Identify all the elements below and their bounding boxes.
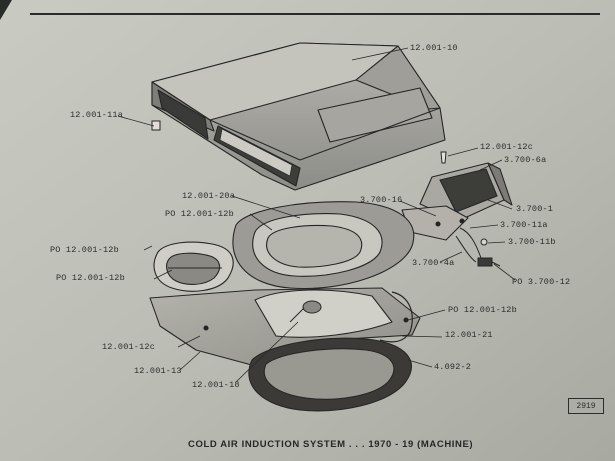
- callout-actuator: PO 3.700-12: [512, 277, 571, 287]
- callout-housing-body: 3.700-1: [516, 204, 554, 214]
- mounting-plate: [149, 287, 421, 377]
- callout-clip-upper: 3.700-11a: [500, 220, 548, 230]
- callout-fastener-left: 12.001-11a: [70, 110, 124, 120]
- callout-intake-housing: 3.700-6a: [504, 155, 547, 165]
- diagram-caption: COLD AIR INDUCTION SYSTEM . . . 1970 - 1…: [188, 439, 474, 450]
- base-seal: [232, 201, 415, 290]
- callout-stud-right: 12.001-12c: [480, 142, 534, 152]
- page-number-box: 2919: [568, 398, 604, 414]
- intake-housing: [401, 162, 513, 241]
- callout-base-seal-left: PO 12.001-12b: [165, 209, 234, 219]
- callout-plate-screw: 12.001-13: [134, 366, 182, 376]
- callout-air-cleaner-seal: 4.092-2: [434, 362, 472, 372]
- callout-clip-lower: 3.700-11b: [508, 237, 556, 247]
- callout-small-seal-top: PO 12.001-12b: [50, 245, 119, 255]
- callout-hose: 3.700-4a: [412, 258, 455, 268]
- callout-plate-fastener: 12.001-12c: [102, 342, 156, 352]
- hood-scoop: [151, 42, 446, 191]
- callout-housing-bracket: 3.700-16: [360, 195, 403, 205]
- callout-valve: 12.001-18: [192, 380, 240, 390]
- callout-plate-seal: PO 12.001-12b: [448, 305, 517, 315]
- valve: [289, 300, 322, 323]
- callout-small-seal-side: PO 12.001-12b: [56, 273, 125, 283]
- small-seal: [153, 241, 234, 292]
- callout-hood-scoop: 12.001-10: [410, 43, 458, 53]
- callout-base-seal-top: 12.001-20a: [182, 191, 236, 201]
- leader-lines: [117, 47, 516, 383]
- callout-wire: 12.001-21: [445, 330, 493, 340]
- air-cleaner-seal: [248, 337, 412, 412]
- housing-hardware: [455, 227, 501, 267]
- stud-right: [440, 151, 447, 164]
- wire: [379, 291, 413, 343]
